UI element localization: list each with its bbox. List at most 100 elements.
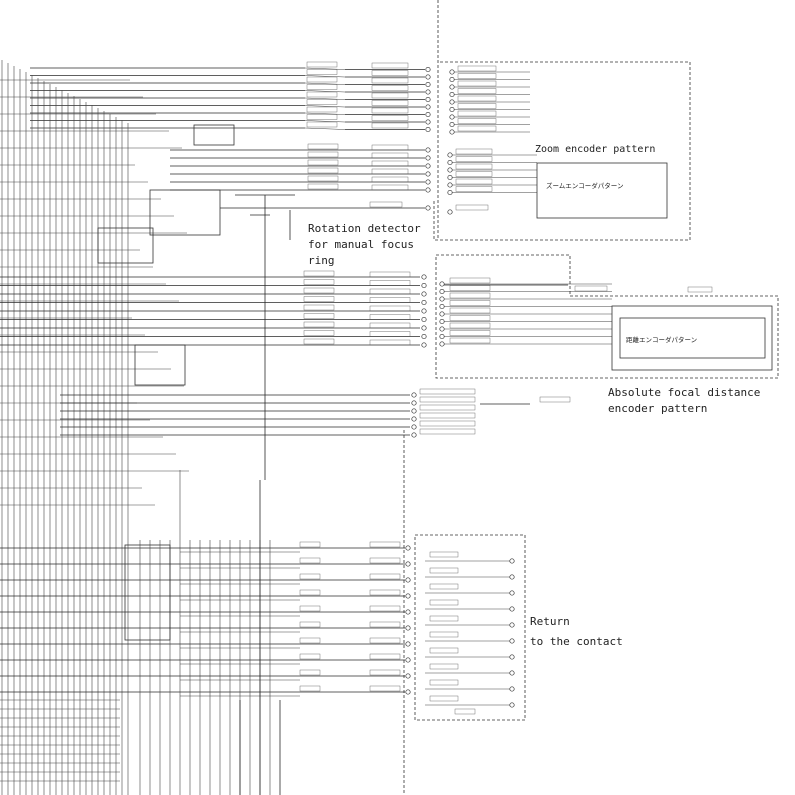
pin-label-mark [371, 115, 409, 121]
connector-pin [421, 274, 427, 280]
pin-labels [299, 61, 713, 715]
zoom-encoder-outline [433, 61, 691, 241]
pin-label-mark [303, 279, 335, 285]
connector-pins [405, 66, 515, 708]
contact-label: to the contact [530, 635, 623, 648]
pin-label-mark [455, 148, 493, 155]
pin-label-mark [369, 573, 401, 580]
pin-label-mark [306, 114, 338, 120]
connector-pin [421, 282, 427, 289]
pin-label-mark [419, 396, 476, 403]
wire-trace [304, 112, 346, 115]
connector-pin [447, 152, 453, 158]
pin-label-mark [371, 122, 409, 129]
connector-pin [509, 606, 515, 612]
connector-pin [425, 81, 431, 88]
pin-label-mark [303, 287, 335, 294]
pin-label-mark [369, 589, 401, 596]
pin-label-mark [369, 669, 401, 676]
connector-pin [449, 69, 455, 75]
pin-label-mark [371, 184, 409, 191]
distance-encoder-pattern-box [611, 305, 773, 371]
connector-pin [447, 174, 453, 181]
distance-encoder-outline [435, 254, 779, 379]
connector-pin [411, 432, 417, 438]
pin-label-mark [369, 271, 411, 278]
pin-label-mark [299, 653, 321, 660]
pin-label-mark [307, 183, 339, 190]
pin-label-mark [299, 573, 321, 580]
connector-pin [509, 574, 515, 580]
pin-label-mark [306, 121, 338, 128]
pin-label-mark [457, 88, 497, 94]
pin-label-mark [371, 160, 409, 167]
pin-label-mark [371, 152, 409, 159]
pin-label-mark [299, 669, 321, 676]
rotation-detector-label-group: Rotation detector for manual focus ring [308, 222, 421, 267]
pin-label-mark [369, 685, 401, 692]
pin-label-mark [371, 92, 409, 99]
connector-pin [447, 182, 453, 188]
pin-label-mark [687, 286, 713, 293]
pin-label-mark [306, 91, 338, 98]
connector-pin [447, 159, 453, 166]
connector-pin [449, 114, 455, 120]
pin-label-mark [369, 541, 401, 548]
connector-pin [439, 288, 445, 295]
pin-label-mark [457, 125, 497, 132]
pin-label-mark [306, 84, 338, 90]
absolute-focal-label: Absolute focal distance [608, 386, 760, 399]
return-label: Return [530, 615, 570, 628]
connector-pin [411, 416, 417, 422]
pin-label-mark [371, 77, 409, 84]
connector-pin [421, 325, 427, 331]
connector-pin [449, 91, 455, 98]
pin-label-mark [307, 159, 339, 166]
pin-label-mark [306, 99, 338, 105]
wire-trace [304, 67, 346, 70]
pin-label-mark [307, 151, 339, 158]
pin-label-mark [369, 322, 411, 329]
distance-encoder-inner-box [619, 317, 766, 359]
pin-label-mark [306, 76, 338, 83]
pin-label-mark [303, 270, 335, 277]
connector-pin [425, 96, 431, 103]
manual-focus-label: for manual focus [308, 238, 414, 251]
connector-pin [425, 155, 431, 161]
connector-pin [509, 590, 515, 596]
connector-pin [509, 686, 515, 692]
connector-pin [439, 281, 445, 287]
connector-pin [411, 408, 417, 414]
connector-pin [425, 171, 431, 177]
pin-label-mark [369, 288, 411, 295]
connector-pin [439, 318, 445, 325]
pin-label-mark [299, 557, 321, 564]
connector-pin [509, 638, 515, 644]
pin-label-mark [307, 143, 339, 150]
pin-label-mark [574, 285, 608, 292]
connector-pin [449, 106, 455, 113]
pin-label-mark [303, 304, 335, 311]
ic-chip-upper [149, 189, 221, 236]
pin-label-mark [303, 321, 335, 328]
connector-pin [425, 179, 431, 185]
contact-outline [414, 534, 526, 721]
pin-label-mark [457, 65, 497, 72]
pin-label-mark [369, 201, 403, 208]
connector-pin [425, 89, 431, 95]
pin-label-mark [455, 156, 493, 162]
connector-pin [405, 673, 411, 679]
pin-label-mark [306, 69, 338, 75]
connector-pin [425, 104, 431, 110]
connector-pin [439, 311, 445, 317]
pin-label-mark [449, 315, 491, 321]
connector-pin [405, 689, 411, 695]
connector-pin [439, 303, 445, 310]
pin-label-mark [539, 396, 571, 403]
connector-pin [447, 167, 453, 173]
connector-pin [405, 545, 411, 551]
pin-label-mark [299, 541, 321, 548]
pin-label-mark [303, 313, 335, 319]
pin-label-mark [449, 330, 491, 336]
pin-label-mark [299, 637, 321, 644]
